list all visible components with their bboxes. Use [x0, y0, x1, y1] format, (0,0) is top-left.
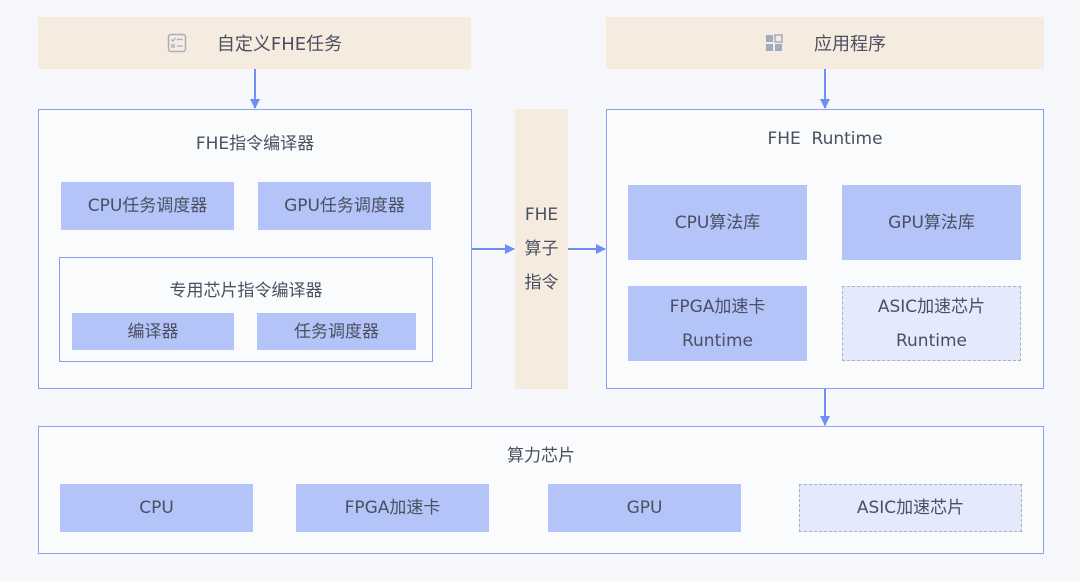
fhe-operator-instructions: FHE 算子 指令 — [515, 109, 568, 389]
fhe-compiler-frame: FHE指令编译器 CPU任务调度器 GPU任务调度器 专用芯片指令编译器 编译器… — [38, 109, 472, 389]
task-scheduler-block: 任务调度器 — [257, 313, 416, 350]
application-bar: 应用程序 — [606, 17, 1044, 69]
compute-chips-frame: 算力芯片 CPU FPGA加速卡 GPU ASIC加速芯片 — [38, 426, 1044, 554]
fpga-runtime-line1: FPGA加速卡 — [669, 296, 766, 317]
asic-runtime-line1: ASIC加速芯片 — [877, 296, 986, 317]
chip-cpu: CPU — [60, 484, 253, 532]
operator-line-1: FHE — [524, 205, 559, 225]
cpu-task-scheduler: CPU任务调度器 — [61, 182, 234, 230]
fpga-runtime-line2: Runtime — [681, 330, 753, 351]
fpga-runtime-block: FPGA加速卡 Runtime — [628, 286, 807, 361]
fhe-compiler-title: FHE指令编译器 — [195, 134, 315, 154]
chip-asic: ASIC加速芯片 — [799, 484, 1022, 532]
compute-chips-title: 算力芯片 — [507, 446, 575, 466]
cpu-algorithm-library: CPU算法库 — [628, 185, 807, 260]
fhe-runtime-title: FHE Runtime — [767, 129, 883, 149]
asic-compiler-title: 专用芯片指令编译器 — [169, 281, 323, 301]
app-grid-icon — [766, 34, 783, 51]
custom-fhe-task-label: 自定义FHE任务 — [216, 34, 343, 55]
application-label: 应用程序 — [814, 34, 886, 55]
chip-gpu: GPU — [548, 484, 741, 532]
fhe-runtime-frame: FHE Runtime CPU算法库 GPU算法库 FPGA加速卡 Runtim… — [606, 109, 1044, 389]
asic-compiler-frame: 专用芯片指令编译器 编译器 任务调度器 — [59, 257, 433, 362]
operator-line-3: 指令 — [524, 273, 559, 293]
gpu-algorithm-library: GPU算法库 — [842, 185, 1021, 260]
checklist-icon — [167, 33, 187, 53]
operator-line-2: 算子 — [524, 239, 559, 259]
asic-runtime-block: ASIC加速芯片 Runtime — [842, 286, 1021, 361]
chip-fpga: FPGA加速卡 — [296, 484, 489, 532]
custom-fhe-task-bar: 自定义FHE任务 — [38, 17, 471, 69]
compiler-block: 编译器 — [72, 313, 234, 350]
asic-runtime-line2: Runtime — [895, 330, 967, 351]
gpu-task-scheduler: GPU任务调度器 — [258, 182, 431, 230]
